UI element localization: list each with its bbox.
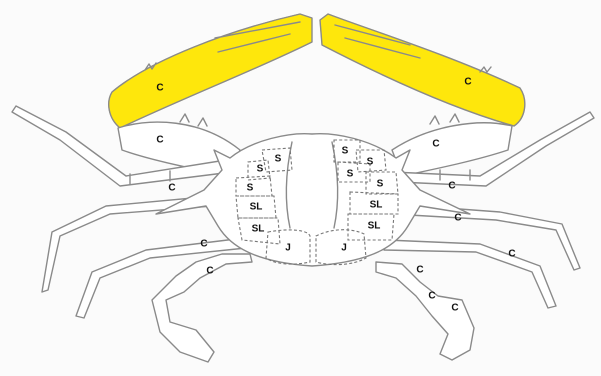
left-claw-highlight (109, 14, 312, 128)
label-sl-r2: SL (368, 221, 381, 232)
label-leg-r2: C (508, 249, 515, 260)
label-s-r3: S (347, 169, 354, 180)
label-claw-left: C (156, 83, 163, 94)
label-paddle-left-1: C (454, 213, 461, 224)
label-s-l2: S (257, 164, 264, 175)
left-swim-leg (152, 254, 252, 362)
right-merus (392, 114, 512, 176)
label-sl-l2: SL (252, 224, 265, 235)
label-leg-r3: C (416, 265, 423, 276)
label-sl-r1: SL (370, 200, 383, 211)
label-paddle-right-1: C (428, 291, 435, 302)
label-paddle-right-2: C (451, 303, 458, 314)
label-merus-right: C (432, 139, 439, 150)
label-merus-left: C (156, 135, 163, 146)
label-s-r2: S (367, 157, 374, 168)
label-s-r4: S (377, 179, 384, 190)
label-j-left: J (285, 243, 291, 254)
label-sl-l1: SL (250, 202, 263, 213)
right-leg-2 (392, 204, 580, 270)
right-claw-highlight (320, 14, 525, 126)
label-s-l3: S (247, 183, 254, 194)
label-leg-l3: C (206, 266, 213, 277)
label-s-l1: S (275, 154, 282, 165)
label-s-r1: S (342, 146, 349, 157)
right-swim-leg (376, 262, 474, 360)
label-leg-r1: C (448, 181, 455, 192)
label-j-right: J (341, 243, 347, 254)
label-claw-right: C (464, 77, 471, 88)
label-leg-l2: C (200, 239, 207, 250)
label-leg-l1: C (168, 183, 175, 194)
